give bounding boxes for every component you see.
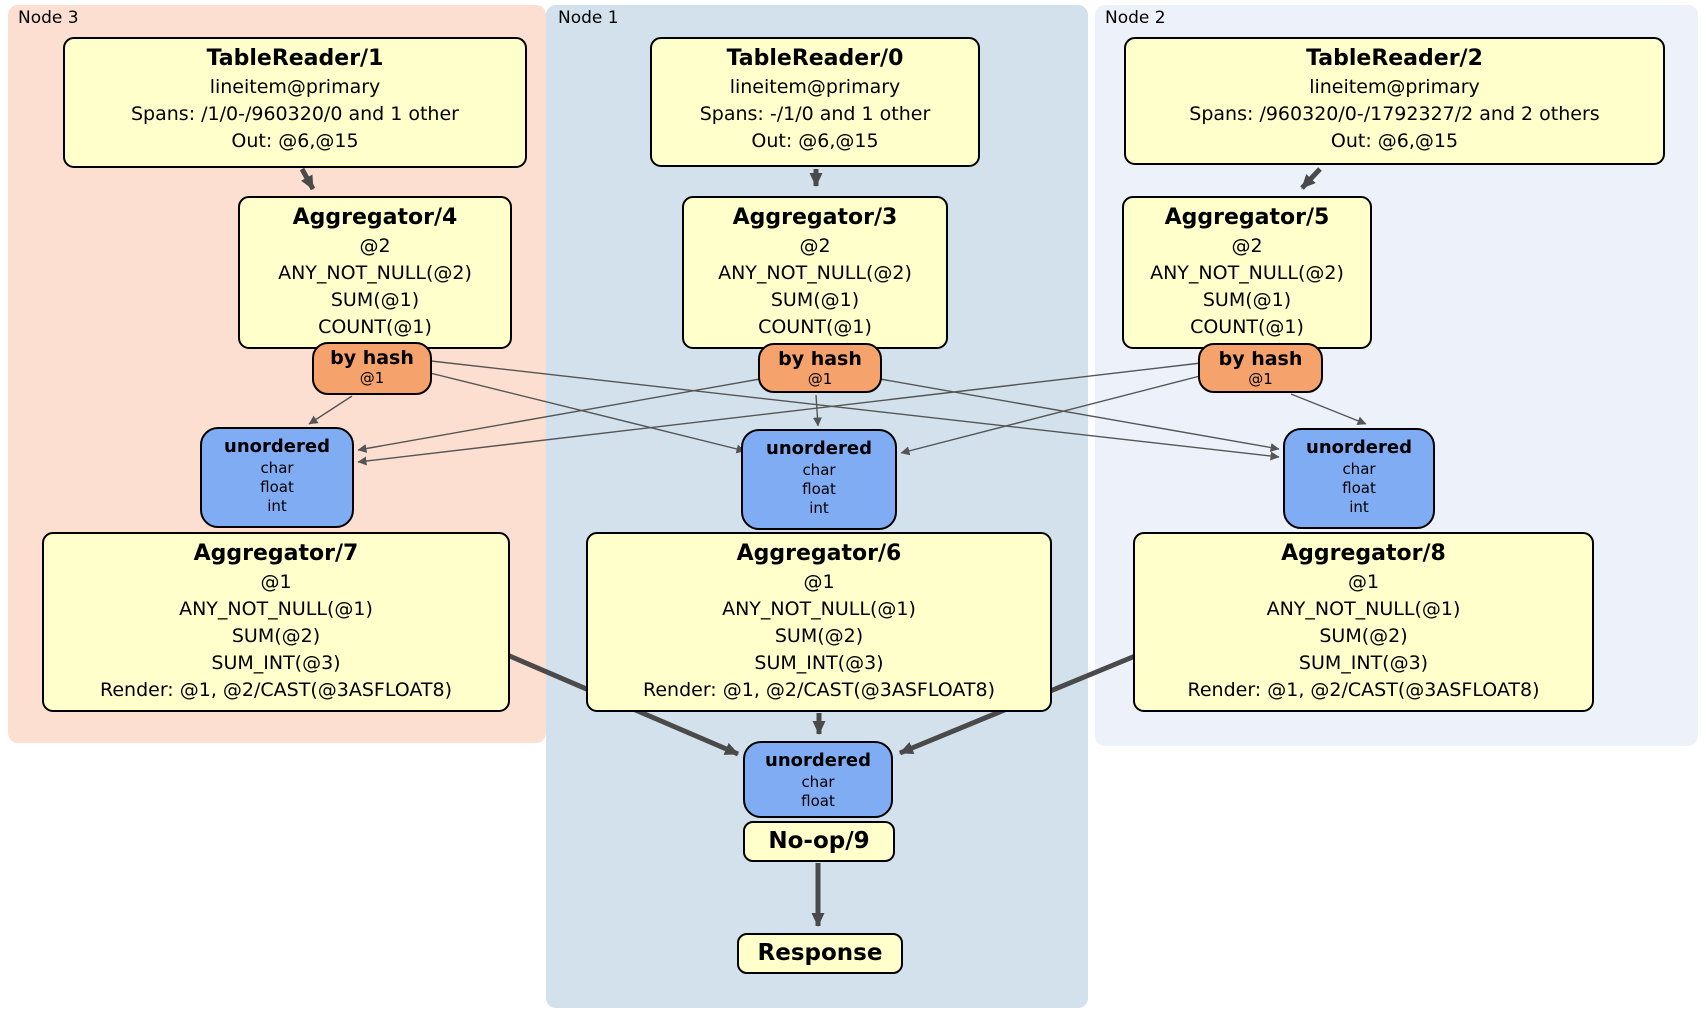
aggregator-3-box: Aggregator/3 @2 ANY_NOT_NULL(@2) SUM(@1)…	[682, 196, 948, 349]
aggregator-8-agg2: SUM(@2)	[1319, 625, 1408, 647]
aggregator-6-box: Aggregator/6 @1 ANY_NOT_NULL(@1) SUM(@2)…	[586, 532, 1052, 712]
aggregator-7-agg3: SUM_INT(@3)	[211, 652, 341, 674]
unordered-sync-final: unordered char float	[743, 741, 893, 818]
aggregator-4-agg1: ANY_NOT_NULL(@2)	[278, 262, 472, 284]
aggregator-8-render: Render: @1, @2/CAST(@3ASFLOAT8)	[1187, 679, 1540, 701]
hash-router-node1-title: by hash	[778, 348, 862, 370]
aggregator-8-agg3: SUM_INT(@3)	[1298, 652, 1429, 674]
unordered-sync-node3-type3: int	[267, 497, 287, 515]
tablereader-0-title: TableReader/0	[726, 46, 904, 71]
unordered-sync-node1-type3: int	[809, 499, 829, 517]
aggregator-7-groupby: @1	[260, 571, 292, 593]
hash-router-node2-title: by hash	[1218, 348, 1303, 370]
tablereader-2-index: lineitem@primary	[1309, 76, 1480, 98]
unordered-sync-node3-title: unordered	[224, 436, 330, 457]
node3-label: Node 3	[18, 8, 79, 28]
aggregator-4-agg2: SUM(@1)	[330, 289, 420, 311]
tablereader-2-box: TableReader/2 lineitem@primary Spans: /9…	[1124, 37, 1665, 165]
aggregator-6-groupby: @1	[803, 571, 835, 593]
response-box: Response	[737, 933, 903, 974]
aggregator-3-agg3: COUNT(@1)	[758, 316, 872, 338]
unordered-sync-final-type2: float	[801, 792, 835, 810]
tablereader-0-spans: Spans: -/1/0 and 1 other	[699, 103, 931, 125]
aggregator-8-title: Aggregator/8	[1281, 541, 1446, 566]
unordered-sync-node2-type3: int	[1349, 498, 1369, 516]
aggregator-5-title: Aggregator/5	[1164, 205, 1330, 230]
aggregator-6-title: Aggregator/6	[736, 541, 902, 566]
aggregator-4-box: Aggregator/4 @2 ANY_NOT_NULL(@2) SUM(@1)…	[238, 196, 512, 349]
unordered-sync-node2: unordered char float int	[1283, 428, 1435, 529]
unordered-sync-node1-type2: float	[802, 480, 836, 498]
unordered-sync-node2-type2: float	[1342, 479, 1376, 497]
tablereader-1-out: Out: @6,@15	[231, 130, 359, 152]
aggregator-8-box: Aggregator/8 @1 ANY_NOT_NULL(@1) SUM(@2)…	[1133, 532, 1594, 712]
unordered-sync-node3-type2: float	[260, 478, 294, 496]
tablereader-1-box: TableReader/1 lineitem@primary Spans: /1…	[63, 37, 527, 168]
aggregator-3-agg2: SUM(@1)	[770, 289, 860, 311]
aggregator-4-groupby: @2	[359, 235, 391, 257]
aggregator-7-box: Aggregator/7 @1 ANY_NOT_NULL(@1) SUM(@2)…	[42, 532, 510, 712]
aggregator-5-agg3: COUNT(@1)	[1190, 316, 1304, 338]
hash-router-node3-key: @1	[359, 369, 385, 387]
aggregator-7-render: Render: @1, @2/CAST(@3ASFLOAT8)	[100, 679, 452, 701]
aggregator-7-agg2: SUM(@2)	[231, 625, 321, 647]
unordered-sync-node1: unordered char float int	[741, 429, 897, 530]
tablereader-1-index: lineitem@primary	[209, 76, 381, 98]
unordered-sync-node1-title: unordered	[766, 438, 872, 459]
tablereader-2-out: Out: @6,@15	[1330, 130, 1459, 152]
tablereader-1-title: TableReader/1	[206, 46, 384, 71]
hash-router-node2-key: @1	[1248, 370, 1273, 388]
aggregator-3-agg1: ANY_NOT_NULL(@2)	[718, 262, 912, 284]
tablereader-0-out: Out: @6,@15	[751, 130, 879, 152]
unordered-sync-final-type1: char	[801, 773, 835, 791]
unordered-sync-node2-type1: char	[1342, 460, 1376, 478]
unordered-sync-node3: unordered char float int	[200, 427, 354, 528]
aggregator-3-title: Aggregator/3	[732, 205, 898, 230]
hash-router-node3-title: by hash	[330, 347, 414, 369]
aggregator-5-box: Aggregator/5 @2 ANY_NOT_NULL(@2) SUM(@1)…	[1122, 196, 1372, 349]
node1-label: Node 1	[558, 8, 619, 28]
aggregator-6-agg1: ANY_NOT_NULL(@1)	[722, 598, 916, 620]
noop-9-box: No-op/9	[743, 821, 895, 862]
aggregator-8-groupby: @1	[1347, 571, 1380, 593]
aggregator-6-agg3: SUM_INT(@3)	[754, 652, 884, 674]
aggregator-3-groupby: @2	[799, 235, 831, 257]
unordered-sync-node3-type1: char	[260, 459, 294, 477]
hash-router-node3: by hash @1	[312, 342, 432, 395]
aggregator-4-title: Aggregator/4	[292, 205, 458, 230]
tablereader-2-spans: Spans: /960320/0-/1792327/2 and 2 others	[1189, 103, 1600, 125]
unordered-sync-node2-title: unordered	[1306, 437, 1412, 458]
aggregator-5-agg1: ANY_NOT_NULL(@2)	[1150, 262, 1344, 284]
tablereader-1-spans: Spans: /1/0-/960320/0 and 1 other	[131, 103, 459, 125]
unordered-sync-node1-type1: char	[802, 461, 836, 479]
aggregator-6-agg2: SUM(@2)	[774, 625, 864, 647]
tablereader-2-title: TableReader/2	[1306, 46, 1483, 71]
tablereader-0-box: TableReader/0 lineitem@primary Spans: -/…	[650, 37, 980, 167]
aggregator-6-render: Render: @1, @2/CAST(@3ASFLOAT8)	[643, 679, 995, 701]
aggregator-4-agg3: COUNT(@1)	[318, 316, 432, 338]
hash-router-node2: by hash @1	[1198, 343, 1323, 393]
tablereader-0-index: lineitem@primary	[729, 76, 901, 98]
hash-router-node1: by hash @1	[758, 343, 882, 393]
unordered-sync-final-title: unordered	[765, 750, 871, 771]
aggregator-7-title: Aggregator/7	[193, 541, 359, 566]
aggregator-5-groupby: @2	[1231, 235, 1263, 257]
node2-label: Node 2	[1105, 8, 1166, 28]
hash-router-node1-key: @1	[807, 370, 833, 388]
aggregator-7-agg1: ANY_NOT_NULL(@1)	[179, 598, 373, 620]
aggregator-8-agg1: ANY_NOT_NULL(@1)	[1266, 598, 1461, 620]
aggregator-5-agg2: SUM(@1)	[1202, 289, 1292, 311]
